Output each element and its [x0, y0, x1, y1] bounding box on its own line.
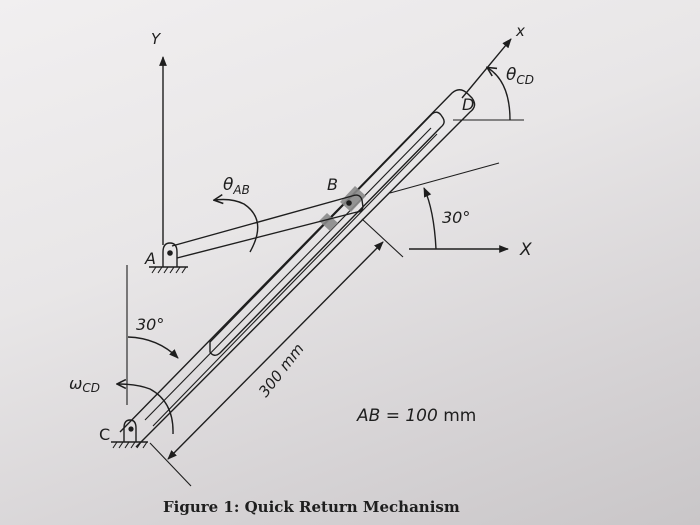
omega-cd-symbol: ω [69, 374, 82, 393]
y-axis-label: Y [151, 30, 162, 48]
x-axis-label: X [519, 240, 532, 260]
ab-length-annotation: AB = 100 mm [356, 406, 476, 426]
theta-cd-symbol: θ [506, 65, 517, 85]
theta-ab-annotation: θAB [215, 175, 259, 253]
dim-cd-label: 300 mm [255, 340, 308, 400]
svg-text:ωCD: ωCD [69, 374, 100, 395]
global-y-axis: Y [151, 30, 167, 245]
omega-cd-annotation: ωCD [69, 374, 174, 435]
svg-text:θAB: θAB [223, 175, 250, 197]
point-a-label: A [144, 249, 156, 268]
theta-cd-annotation: θCD [488, 65, 534, 121]
pin-support-c [111, 419, 148, 449]
local-x-label: x [515, 22, 525, 40]
omega-cd-subscript: CD [82, 381, 100, 395]
pin-b [346, 200, 352, 206]
slider-block [319, 186, 366, 231]
dim-extension-top [361, 218, 404, 258]
ab-length-value: AB = 100 [356, 406, 438, 426]
dim-extension-bottom [149, 442, 192, 487]
global-x-axis: X 30° [389, 162, 532, 260]
theta-ab-subscript: AB [232, 183, 249, 197]
point-d-label: D [462, 95, 474, 114]
angle-left-annotation: 30° [127, 315, 179, 359]
ab-parallel-reference [389, 162, 500, 194]
ab-length-unit: mm [438, 406, 477, 426]
point-b-label: B [327, 175, 338, 194]
figure-caption: Figure 1: Quick Return Mechanism [163, 498, 460, 516]
theta-ab-symbol: θ [223, 175, 234, 195]
point-c-label: C [99, 425, 110, 444]
angle-left-label: 30° [136, 315, 164, 334]
angle-top-label: 30° [442, 208, 470, 227]
theta-cd-subscript: CD [516, 73, 534, 87]
svg-text:θCD: θCD [506, 65, 534, 87]
